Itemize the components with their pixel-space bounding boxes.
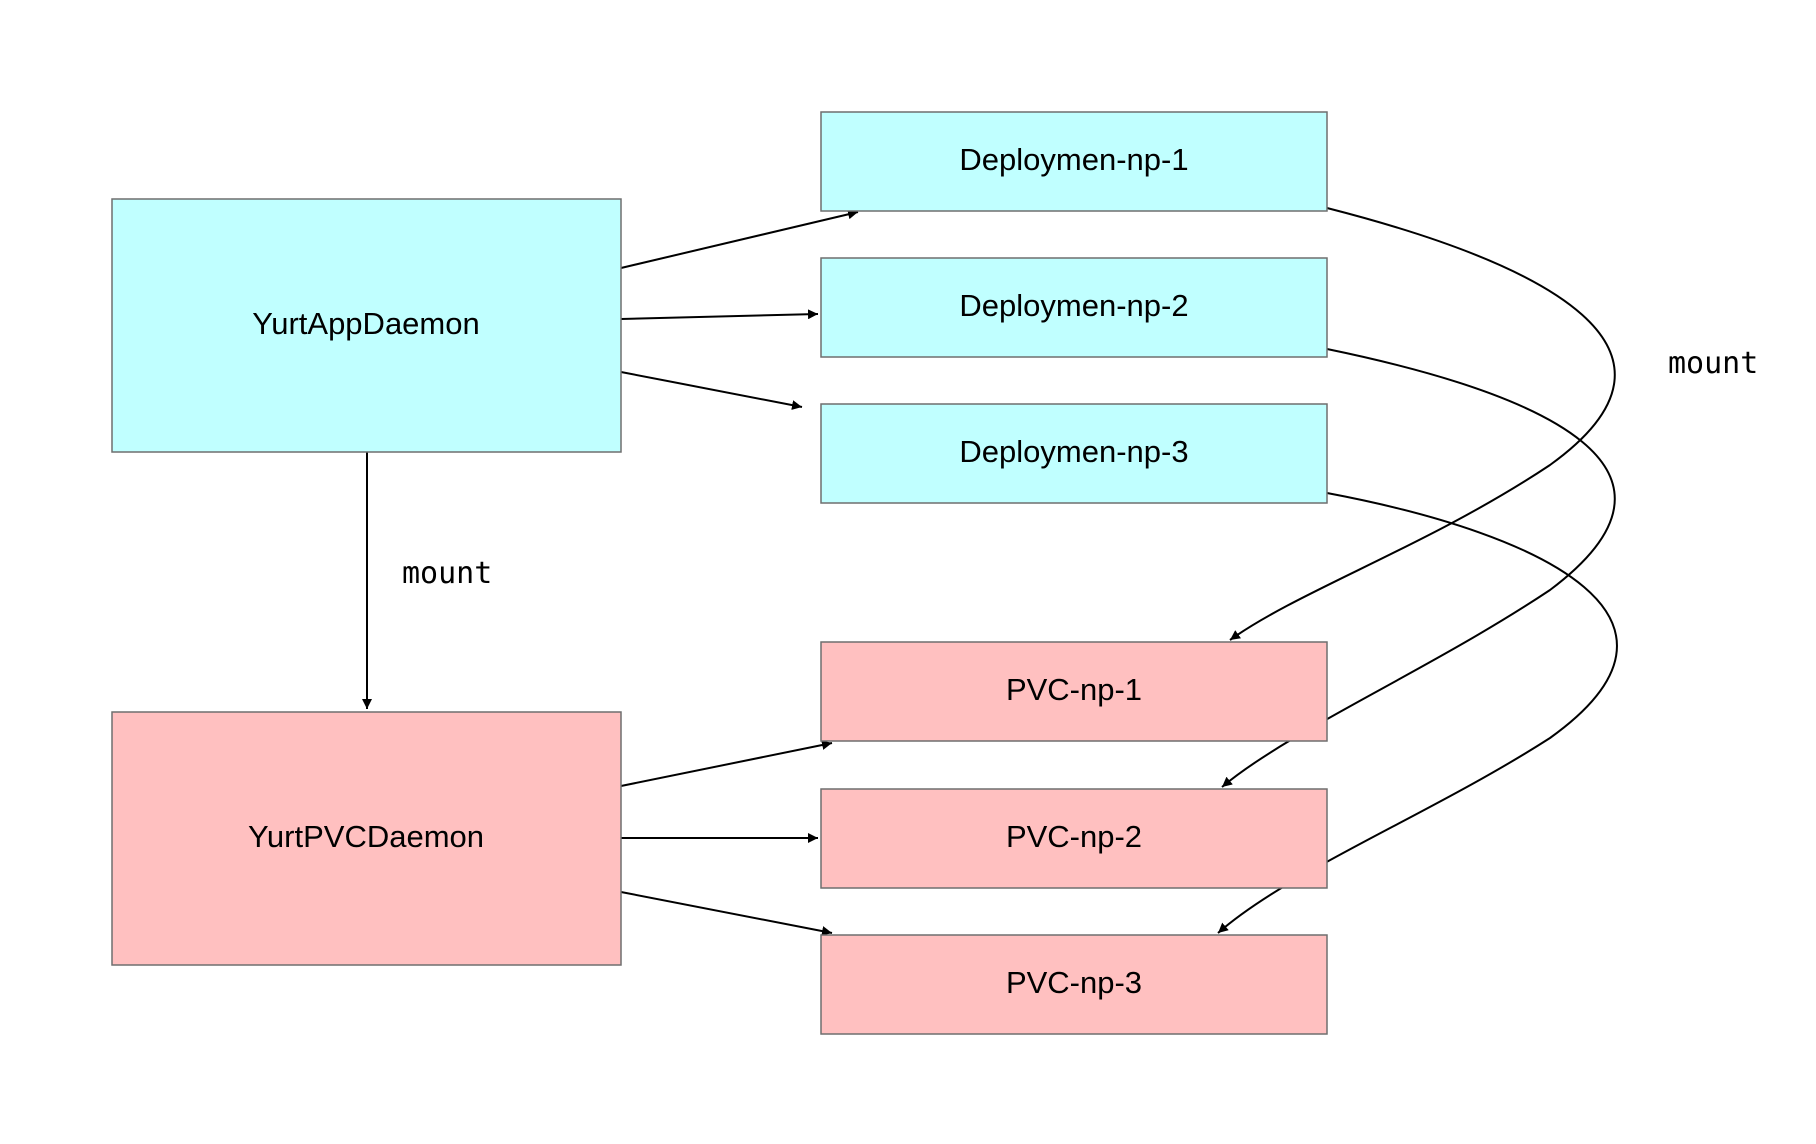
- node-label: YurtPVCDaemon: [248, 819, 484, 854]
- node-deployment-np-2[interactable]: Deploymen-np-2: [820, 257, 1328, 358]
- edge-yurtpvcdaemon-to-pvc-np-1: [620, 740, 833, 787]
- node-label: Deploymen-np-3: [959, 434, 1188, 469]
- node-label: Deploymen-np-2: [959, 288, 1188, 323]
- node-pvc-np-3[interactable]: PVC-np-3: [820, 934, 1328, 1035]
- node-box: [820, 788, 1328, 889]
- node-box: [820, 111, 1328, 212]
- node-label: YurtAppDaemon: [252, 306, 479, 341]
- node-label: PVC-np-2: [1006, 819, 1142, 854]
- edge-yurtappdaemon-to-deployment-np-1: [620, 209, 859, 269]
- edge-deployment-np-1-to-pvc-np-1: [1229, 207, 1616, 641]
- node-deployment-np-1[interactable]: Deploymen-np-1: [820, 111, 1328, 212]
- node-deployment-np-3[interactable]: Deploymen-np-3: [820, 403, 1328, 504]
- node-box: [820, 934, 1328, 1035]
- node-yurtpvcdaemon[interactable]: YurtPVCDaemon: [111, 711, 622, 966]
- node-label: PVC-np-1: [1006, 672, 1142, 707]
- node-box: [820, 257, 1328, 358]
- node-box: [820, 641, 1328, 742]
- edge-yurtappdaemon-to-deployment-np-3: [620, 371, 803, 411]
- node-box: [111, 198, 622, 453]
- mount-label-deployments: mount: [1668, 346, 1758, 381]
- node-pvc-np-1[interactable]: PVC-np-1: [820, 641, 1328, 742]
- node-yurtappdaemon[interactable]: YurtAppDaemon: [111, 198, 622, 453]
- node-label: PVC-np-3: [1006, 965, 1142, 1000]
- node-box: [111, 711, 622, 966]
- node-box: [820, 403, 1328, 504]
- mount-label-daemon: mount: [402, 556, 492, 591]
- node-pvc-np-2[interactable]: PVC-np-2: [820, 788, 1328, 889]
- edge-yurtpvcdaemon-to-pvc-np-3: [620, 891, 833, 937]
- edge-yurtappdaemon-to-deployment-np-2: [620, 309, 819, 320]
- node-label: Deploymen-np-1: [959, 142, 1188, 177]
